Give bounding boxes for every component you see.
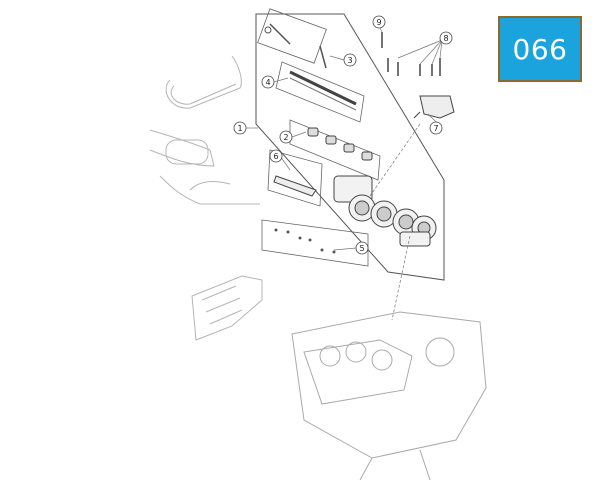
callout-1: 1 — [233, 121, 247, 135]
callout-5-label: 5 — [359, 244, 364, 253]
callout-2-label: 2 — [283, 133, 288, 142]
hose-assembly-drawing — [149, 55, 260, 205]
bolt-box — [257, 8, 327, 69]
engine-block-drawing — [291, 311, 487, 480]
callout-8: 8 — [439, 31, 453, 45]
page-badge-number: 066 — [512, 32, 568, 66]
bracket-drawing — [267, 149, 323, 207]
callout-6: 6 — [269, 149, 283, 163]
throttle-bodies-drawing — [333, 175, 437, 247]
callout-3: 3 — [343, 53, 357, 67]
callout-4: 4 — [261, 75, 275, 89]
callout-6-label: 6 — [273, 152, 278, 161]
callout-1-label: 1 — [237, 124, 242, 133]
fuel-rail-drawing — [275, 61, 365, 123]
callout-9-label: 9 — [376, 18, 381, 27]
studs-drawing — [381, 32, 441, 76]
injectors-drawing — [289, 119, 381, 181]
callout-9: 9 — [372, 15, 386, 29]
assembly-outline — [255, 13, 445, 281]
callout-5: 5 — [355, 241, 369, 255]
screws-drawing — [261, 219, 369, 267]
callout-4-label: 4 — [265, 78, 270, 87]
callout-7: 7 — [429, 121, 443, 135]
sensor-drawing — [413, 95, 455, 119]
leader-lines — [246, 27, 443, 321]
airbox-drawing — [191, 275, 263, 341]
callout-8-label: 8 — [443, 34, 448, 43]
callout-3-label: 3 — [347, 56, 352, 65]
callout-7-label: 7 — [433, 124, 438, 133]
callout-2: 2 — [279, 130, 293, 144]
page-badge: 066 — [498, 16, 582, 82]
